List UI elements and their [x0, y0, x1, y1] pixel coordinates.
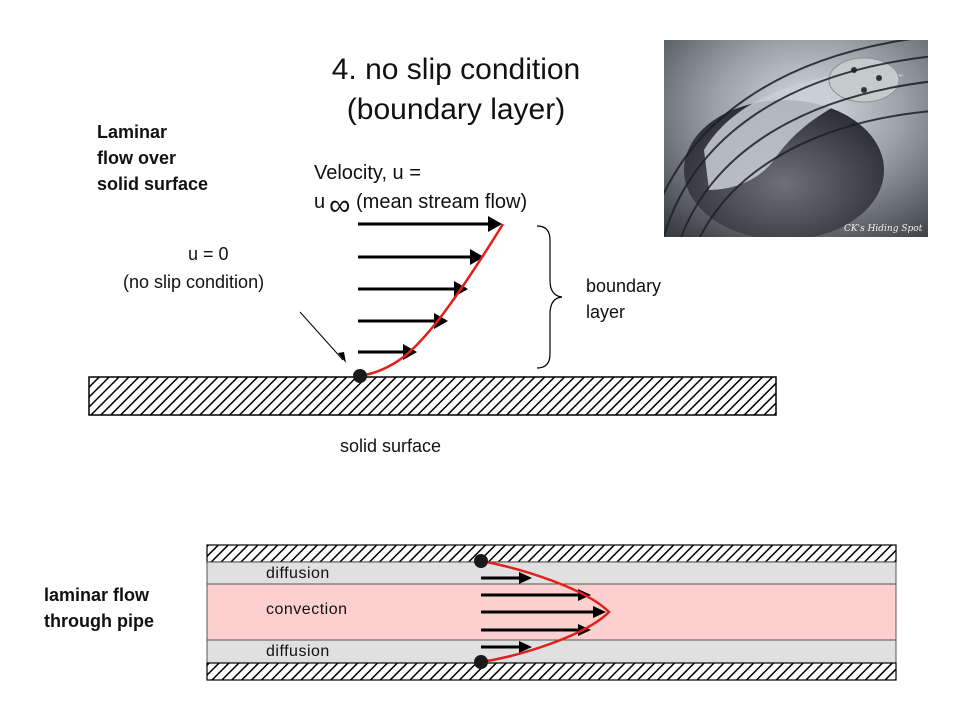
heading-line: flow over	[97, 148, 177, 168]
laminar-surface-heading: Laminar flow over solid surface	[97, 119, 208, 197]
boundary-layer-line: boundary	[586, 276, 662, 296]
title-line-2: (boundary layer)	[346, 93, 566, 126]
pipe-no-slip-point-top	[474, 554, 488, 568]
velocity-arrows	[358, 216, 502, 360]
laminar-pipe-heading: laminar flow through pipe	[44, 582, 154, 634]
heading-line: Laminar	[97, 122, 168, 142]
slide-title: 4. no slip condition (boundary layer)	[0, 50, 912, 130]
no-slip-pointer	[299, 311, 344, 361]
diffusion-bottom-label: diffusion	[266, 643, 330, 660]
fan-photo-art: CK's Hiding Spot	[664, 40, 928, 237]
heading-line: through pipe	[44, 611, 154, 631]
solid-surface-hatch	[88, 376, 777, 416]
no-slip-point	[353, 369, 367, 383]
boundary-layer-label: boundary layer	[586, 273, 661, 325]
pipe-velocity-profile	[480, 559, 611, 664]
solid-surface-label: solid surface	[340, 436, 442, 456]
boundary-layer-brace	[536, 225, 563, 369]
title-line-1: 4. no slip condition	[331, 53, 581, 86]
boundary-layer-line: layer	[586, 302, 626, 322]
diffusion-top-label: diffusion	[266, 565, 330, 582]
velocity-profile-curve	[359, 223, 505, 378]
velocity-arrow-head	[488, 216, 502, 232]
heading-line: laminar flow	[44, 585, 150, 605]
velocity-label-line-1: Velocity, u =	[314, 162, 421, 184]
no-slip-pointer-head	[338, 352, 346, 363]
no-slip-label: (no slip condition)	[123, 272, 265, 292]
fan-photo: CK's Hiding Spot	[664, 40, 928, 237]
pipe-bottom-wall	[206, 662, 897, 681]
photo-caption: CK's Hiding Spot	[844, 224, 923, 234]
pipe-no-slip-point-bottom	[474, 655, 488, 669]
velocity-arrow-head	[434, 313, 448, 329]
infinity-symbol: ∞	[329, 189, 351, 222]
velocity-arrow-head	[470, 249, 484, 265]
heading-line: solid surface	[97, 174, 209, 194]
pipe-top-wall	[206, 544, 897, 563]
velocity-label-u: u	[314, 191, 326, 213]
velocity-label-mean-stream: (mean stream flow)	[356, 191, 528, 213]
u-zero-label: u = 0	[188, 244, 229, 264]
convection-label: convection	[266, 601, 348, 618]
